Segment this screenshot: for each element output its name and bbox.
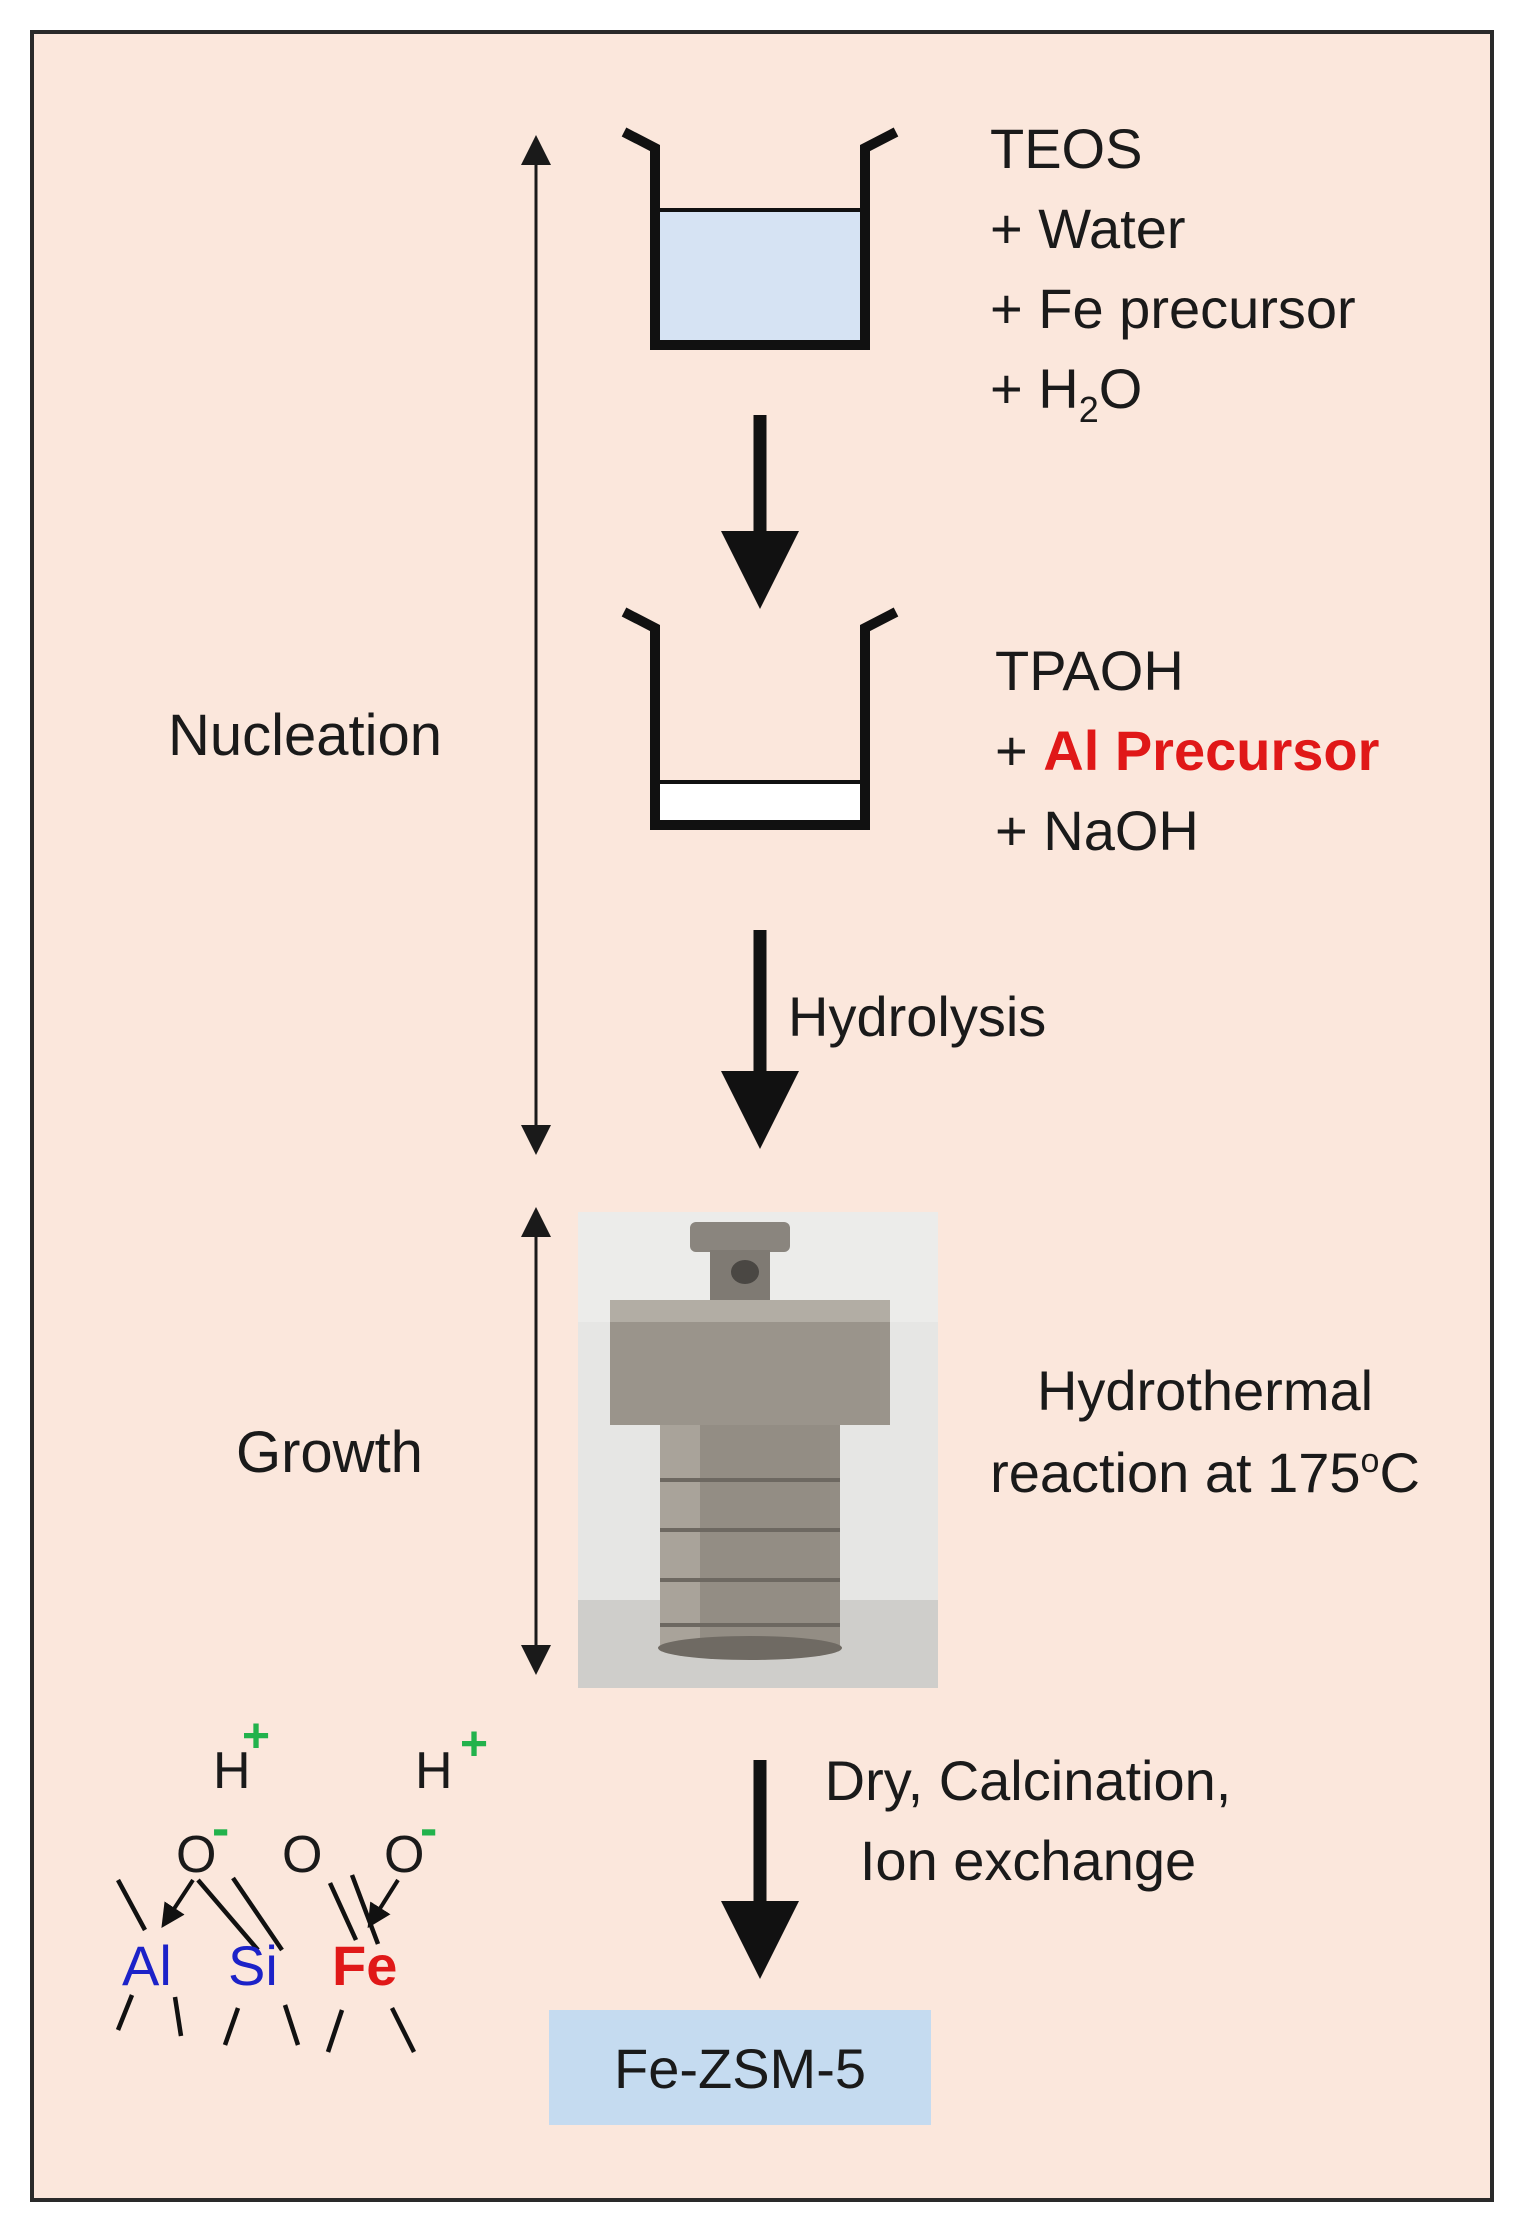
reagent-h2o: + H2O <box>990 357 1142 430</box>
product-label: Fe-ZSM-5 <box>614 2037 866 2100</box>
reagent-water: + Water <box>990 197 1186 260</box>
atom-o-1: O <box>176 1826 216 1884</box>
hydrothermal-line-1: Hydrothermal <box>1037 1359 1373 1422</box>
charge-plus-2: + <box>460 1718 488 1771</box>
zeolite-structure <box>115 1874 417 2054</box>
beaker-1 <box>621 127 899 350</box>
autoclave-photo <box>578 1212 938 1688</box>
atom-fe: Fe <box>332 1934 397 1997</box>
atom-al: Al <box>122 1934 172 1997</box>
atom-o-2: O <box>282 1826 322 1884</box>
reagent-naoh: + NaOH <box>995 799 1199 862</box>
beaker-2 <box>621 607 899 830</box>
reagent-teos: TEOS <box>990 117 1142 180</box>
beaker-1-liquid <box>657 210 863 344</box>
dative-bond-al <box>161 1878 195 1929</box>
atom-o-3: O <box>384 1826 424 1884</box>
charge-minus-2: - <box>420 1800 437 1858</box>
hydrothermal-line-2: reaction at 175oC <box>990 1441 1420 1504</box>
nucleation-label: Nucleation <box>168 703 442 768</box>
beaker-2-liquid <box>657 782 863 822</box>
dative-bond-fe <box>367 1878 400 1929</box>
reagent-fe-precursor: + Fe precursor <box>990 277 1356 340</box>
reagent-tpaoh: TPAOH <box>995 639 1184 702</box>
charge-plus-1: + <box>242 1710 270 1763</box>
charge-minus-1: - <box>212 1800 229 1858</box>
post-treatment-line-1: Dry, Calcination, <box>825 1749 1232 1812</box>
atom-si: Si <box>228 1934 278 1997</box>
atom-h-2: H <box>415 1742 453 1800</box>
growth-label: Growth <box>236 1420 423 1485</box>
product-box <box>549 2010 931 2125</box>
post-treatment-line-2: Ion exchange <box>860 1829 1196 1892</box>
hydrolysis-label: Hydrolysis <box>788 985 1046 1048</box>
reagent-al-precursor: + Al Precursor <box>995 719 1379 782</box>
atom-h-1: H <box>213 1742 251 1800</box>
